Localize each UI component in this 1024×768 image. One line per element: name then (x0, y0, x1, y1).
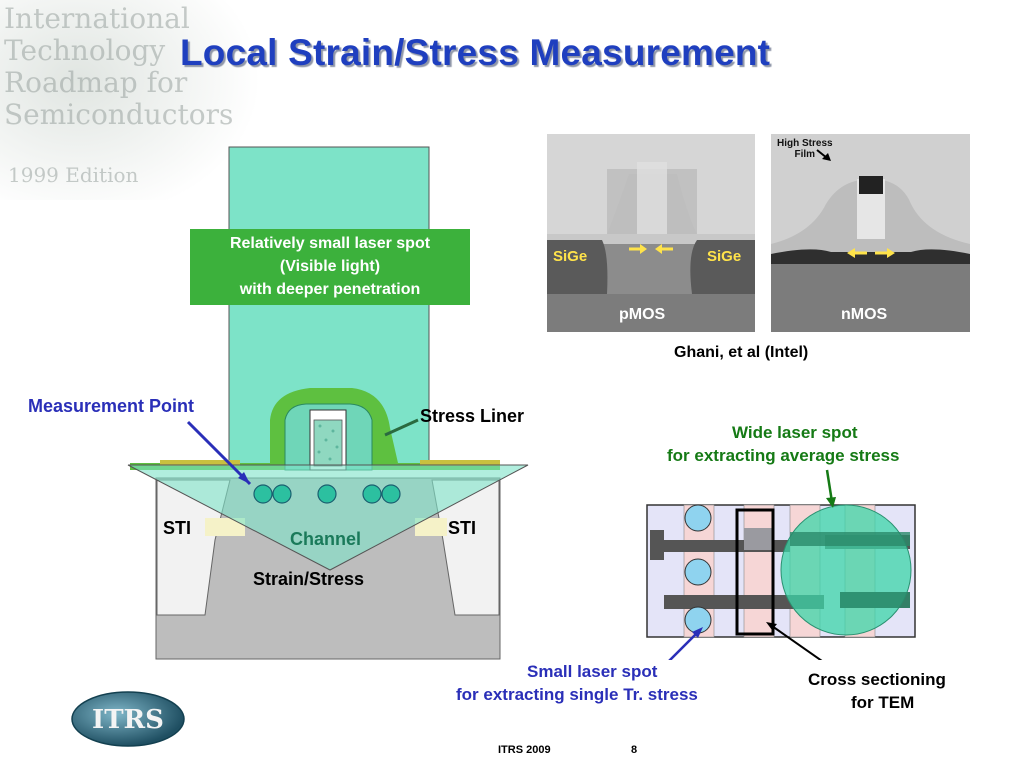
cross-section-box (735, 508, 775, 636)
active-area-right (415, 518, 447, 536)
nmos-tem-image: High Stress Film nMOS (771, 134, 970, 332)
gate-electrode (313, 419, 343, 467)
small-laser-spot (684, 606, 712, 634)
watermark-line: Technology (4, 34, 165, 67)
cross-section-label-line1: Cross sectioning (808, 670, 946, 689)
page-title: Local Strain/Stress Measurement (180, 32, 771, 73)
laser-penetration-cone (127, 464, 529, 571)
arrow-head-icon (766, 622, 777, 630)
arrow-head-icon (692, 627, 703, 638)
high-stress-film-label: High Stress Film (777, 138, 833, 160)
high-stress-line: Film (794, 149, 816, 160)
wide-laser-spot (780, 504, 912, 636)
high-stress-line: High Stress (777, 138, 833, 149)
wide-spot-label-line1: Wide laser spot (732, 423, 858, 442)
measurement-point-label: Measurement Point (28, 396, 195, 416)
gate-under-spot (790, 532, 910, 546)
watermark-line: Roadmap for (4, 66, 188, 99)
pmos-label: pMOS (619, 306, 666, 323)
measurement-point-pointer (186, 420, 252, 486)
sti-left-label: STI (163, 518, 192, 538)
watermark-line: International (4, 2, 190, 35)
footer-source: ITRS 2009 (498, 744, 551, 756)
active-stripe (743, 504, 775, 638)
liner-edge-right (420, 460, 500, 466)
watermark-line: Semiconductors (4, 98, 233, 131)
laser-spot-label-box: Relatively small laser spot (Visible lig… (190, 229, 470, 305)
small-spot-label-line1: Small laser spot (527, 662, 658, 681)
itrs-logo: ITRS (71, 691, 185, 747)
gate-under-spot (840, 592, 910, 608)
strain-stress-label: Strain/Stress (253, 569, 365, 589)
logo-text: ITRS (92, 705, 164, 735)
transistor-layout (646, 469, 916, 660)
wide-spot-label-line2: for extracting average stress (667, 446, 900, 465)
stress-liner-label: Stress Liner (420, 406, 525, 426)
footer-page-number: 8 (631, 744, 638, 756)
small-spot-label-line2: for extracting single Tr. stress (456, 685, 698, 704)
small-laser-spot (684, 504, 712, 532)
arrow-head-icon (826, 497, 836, 508)
gate-line-lower (664, 595, 824, 609)
liner-edge-left (160, 460, 240, 466)
background-watermark: International Technology Roadmap for Sem… (0, 0, 260, 200)
compressive-arrows-icon (629, 244, 673, 254)
laser-spot-line: with deeper penetration (239, 281, 421, 298)
stress-liner-pointer (384, 418, 419, 437)
small-laser-spot (684, 558, 712, 586)
tensile-arrows-icon (847, 248, 895, 258)
watermark-line: 1999 Edition (8, 163, 139, 187)
citation: Ghani, et al (Intel) (674, 344, 809, 361)
arrow-head-icon (238, 472, 250, 484)
laser-spot-line: Relatively small laser spot (229, 235, 431, 252)
sige-right-label: SiGe (707, 248, 742, 265)
pmos-tem-image: SiGe SiGe pMOS (547, 134, 755, 332)
sige-left-label: SiGe (553, 248, 588, 265)
gate-contact (744, 528, 774, 550)
small-spot-pointer (668, 631, 699, 660)
active-area-left (205, 518, 245, 536)
laser-spot-line: (Visible light) (279, 258, 381, 275)
wide-spot-pointer (825, 469, 834, 503)
gate-texture (317, 424, 339, 461)
gate-line-upper (650, 530, 790, 560)
measurement-points (253, 484, 401, 504)
nmos-label: nMOS (841, 306, 888, 323)
arrow-down-right-icon (816, 149, 831, 161)
cross-section-pointer (771, 625, 823, 660)
sti-right-label: STI (448, 518, 477, 538)
channel-label: Channel (290, 529, 362, 549)
cross-section-label-line2: for TEM (851, 693, 915, 712)
